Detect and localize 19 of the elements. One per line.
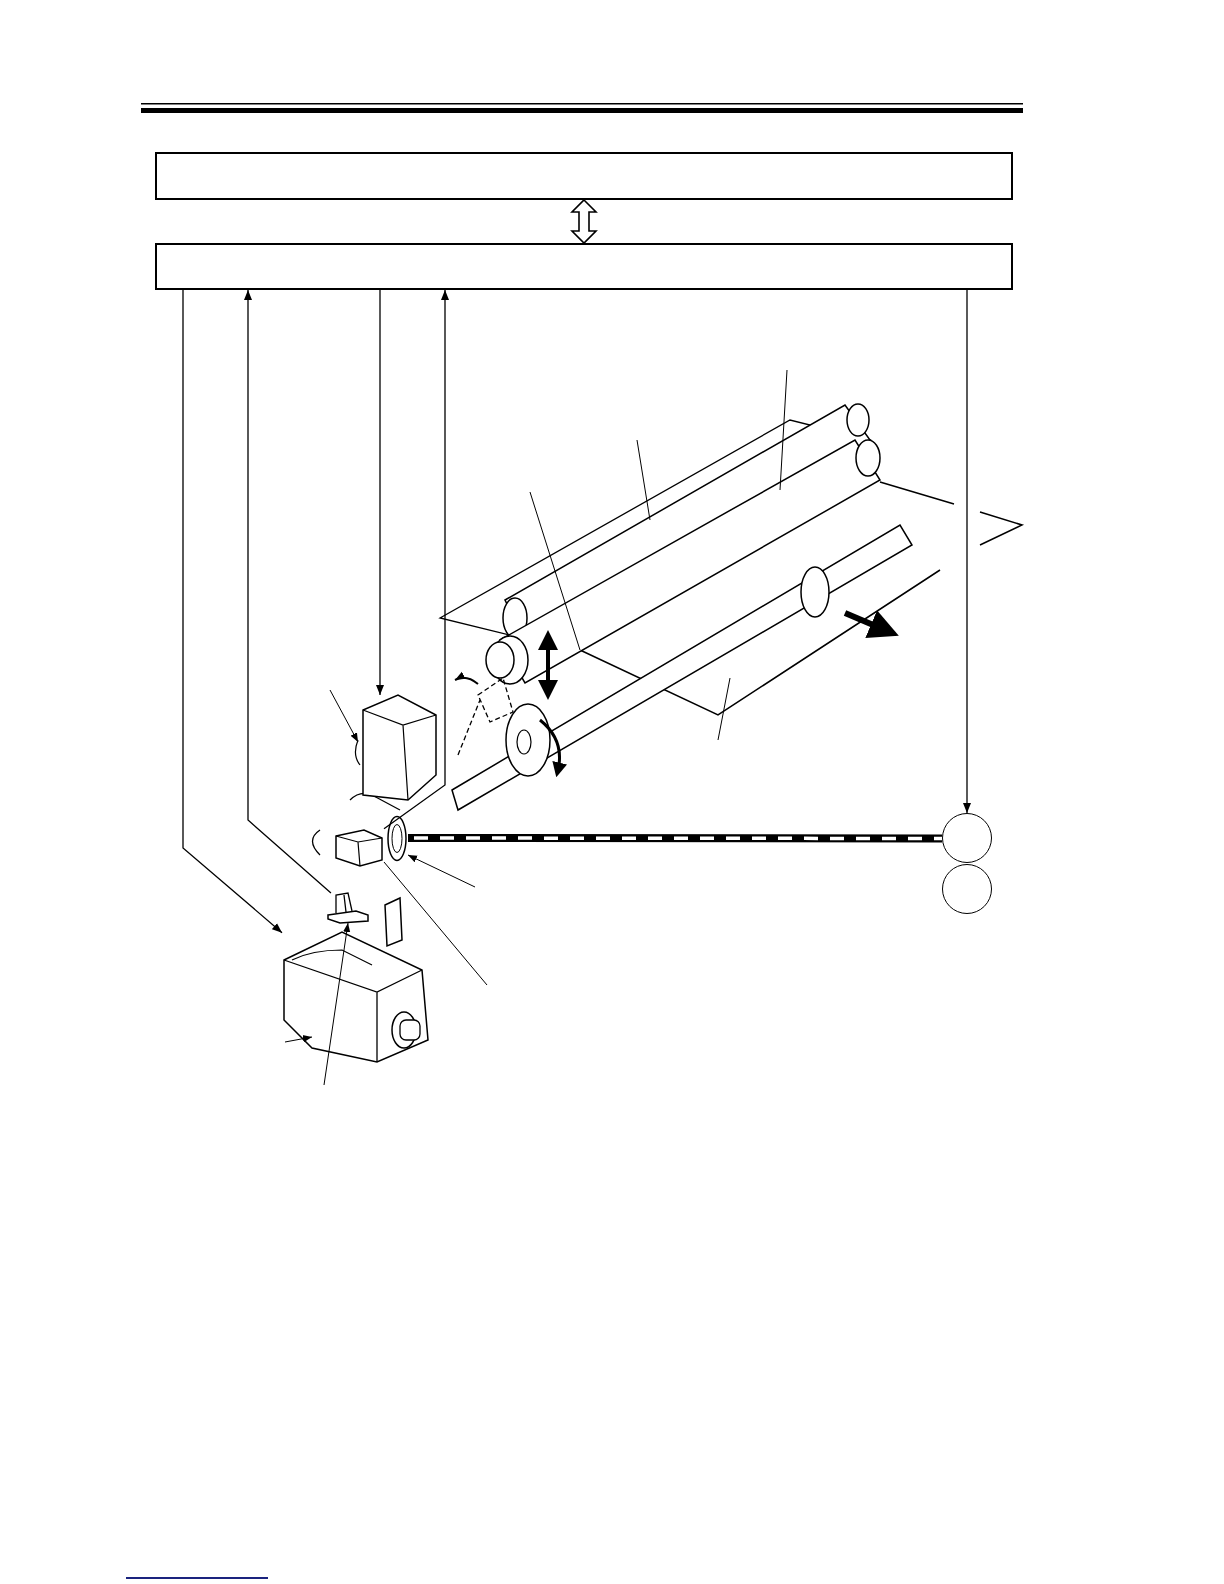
leader-line bbox=[323, 922, 351, 1086]
circle-symbol bbox=[942, 813, 992, 863]
leader-line bbox=[284, 1035, 313, 1043]
arrow bbox=[182, 289, 283, 934]
arrow bbox=[244, 289, 332, 894]
arrow bbox=[376, 289, 384, 696]
double-arrow bbox=[570, 198, 598, 245]
block-box bbox=[155, 152, 1013, 200]
circle-symbol bbox=[942, 864, 992, 914]
arrow bbox=[383, 289, 449, 830]
leader-line bbox=[636, 439, 651, 521]
leader-line bbox=[779, 369, 788, 491]
arrow bbox=[963, 289, 971, 814]
leader-line bbox=[717, 677, 731, 741]
leader-line bbox=[407, 854, 476, 888]
leader-line bbox=[329, 689, 359, 743]
leader-line bbox=[529, 491, 581, 651]
leader-line bbox=[383, 861, 488, 986]
block-box bbox=[155, 243, 1013, 290]
